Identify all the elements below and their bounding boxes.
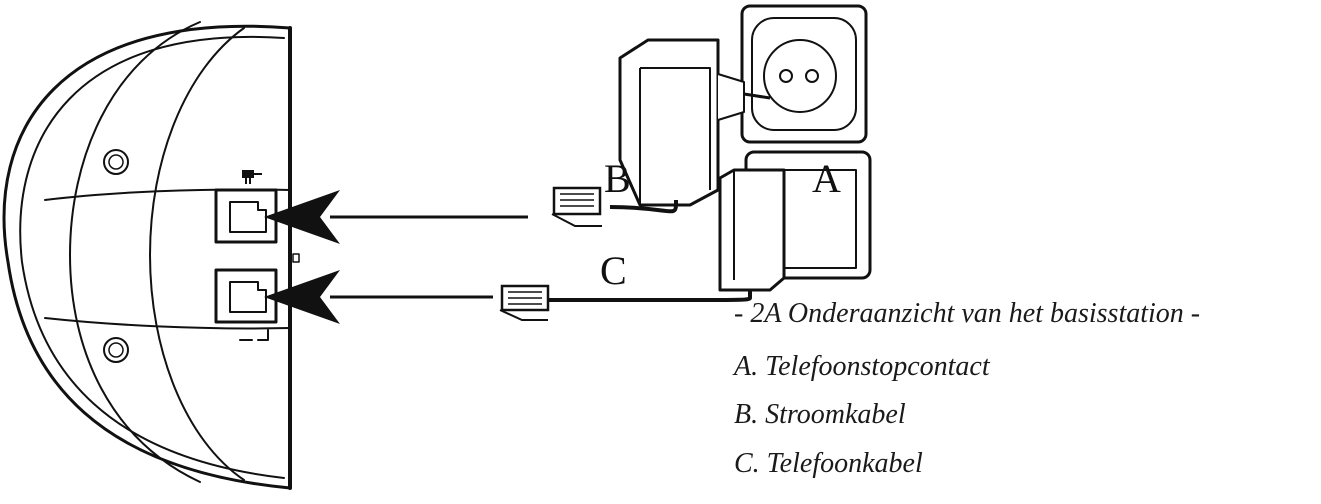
- base-station: [2, 21, 300, 490]
- phone-cable: [499, 284, 752, 321]
- arrow-phone: [264, 270, 493, 324]
- label-a: A: [812, 156, 841, 201]
- caption-item-b: B. Stroomkabel: [734, 399, 906, 430]
- label-c: C: [600, 248, 627, 293]
- power-cable: [551, 186, 678, 227]
- wall-socket: [740, 4, 868, 144]
- caption-item-c: C. Telefoonkabel: [734, 448, 923, 479]
- phone-wall-jack: [718, 150, 872, 292]
- power-port-icon: [242, 170, 262, 184]
- arrow-power: [264, 190, 528, 244]
- caption-title: - 2A Onderaanzicht van het basisstation …: [734, 298, 1201, 329]
- power-adapter: [618, 38, 771, 207]
- label-b: B: [604, 156, 631, 201]
- caption-item-a: A. Telefoonstopcontact: [734, 351, 990, 382]
